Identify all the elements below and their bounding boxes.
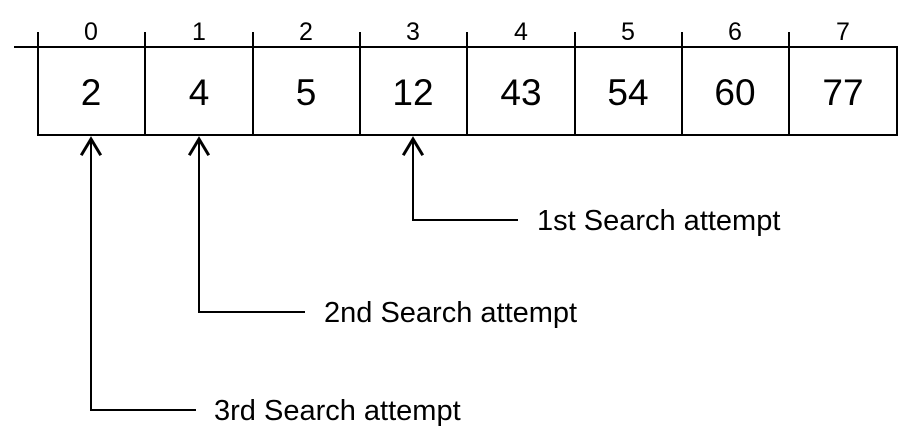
arrow-head [401, 136, 425, 157]
index-label: 3 [406, 18, 420, 46]
cell-value: 4 [189, 72, 210, 113]
cell-value: 12 [392, 72, 433, 113]
arrow-head [187, 136, 211, 157]
attempt-label: 2nd Search attempt [324, 297, 577, 329]
index-label: 4 [514, 18, 528, 46]
search-attempt-3: 3rd Search attempt [79, 136, 461, 427]
index-ruler [14, 32, 898, 48]
arrow-connector [412, 140, 518, 221]
array-values: 2 4 5 12 43 54 60 77 [81, 72, 864, 113]
index-label: 5 [621, 18, 635, 46]
cell-value: 60 [714, 72, 755, 113]
array-cells [37, 46, 898, 136]
cell-value: 77 [822, 72, 863, 113]
cell-value: 2 [81, 72, 102, 113]
index-label: 0 [84, 18, 98, 46]
index-label: 2 [299, 18, 313, 46]
index-label: 1 [192, 18, 206, 46]
index-labels: 0 1 2 3 4 5 6 7 [84, 18, 850, 46]
index-label: 6 [728, 18, 742, 46]
arrow-connector [198, 140, 305, 313]
cell-value: 5 [296, 72, 317, 113]
cell-value: 54 [607, 72, 648, 113]
search-attempt-1: 1st Search attempt [401, 136, 780, 237]
search-attempt-2: 2nd Search attempt [187, 136, 577, 329]
array-cell [788, 46, 898, 136]
index-label: 7 [836, 18, 850, 46]
cell-value: 43 [500, 72, 541, 113]
arrow-connector [90, 140, 196, 411]
attempt-label: 3rd Search attempt [214, 395, 461, 427]
arrow-head [79, 136, 103, 157]
attempt-label: 1st Search attempt [537, 205, 780, 237]
